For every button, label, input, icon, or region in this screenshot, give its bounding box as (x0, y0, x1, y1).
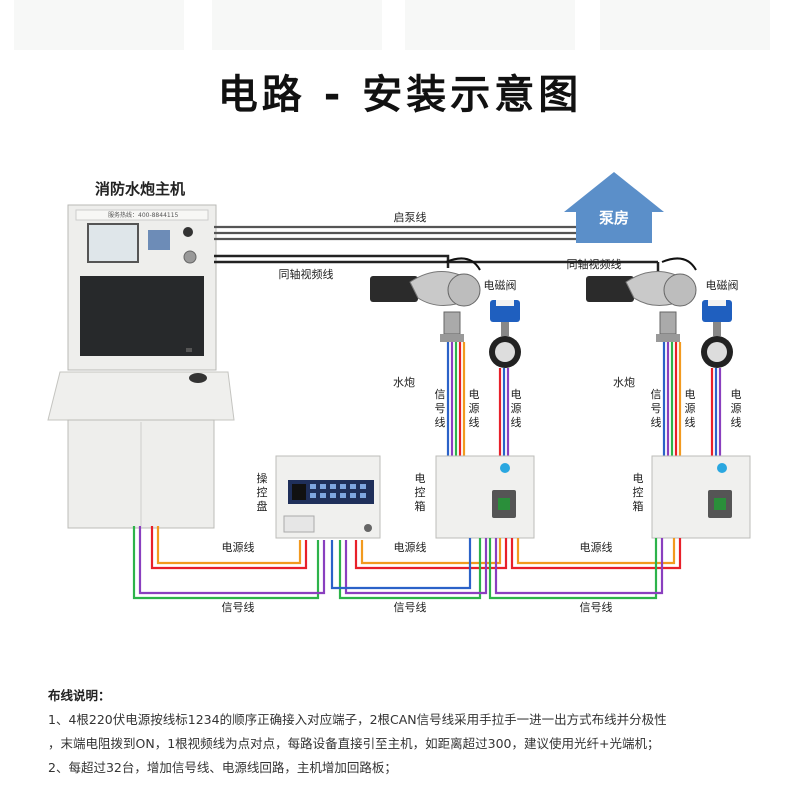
wiring-notes: 布线说明： 1、4根220伏电源按线标1234的顺序正确接入对应端子，2根CAN… (48, 684, 778, 780)
power-v-1a: 电 (469, 388, 480, 401)
power-v-1c: 线 (469, 415, 480, 429)
notes-line-2: ，末端电阻拨到ON，1根视频线为点对点，每路设备直接引至主机，如距离超过300，… (48, 736, 660, 751)
host-panel-text: 服务热线：400-8844115 (108, 211, 179, 219)
host-cabinet (47, 204, 235, 529)
signal-v-1a: 信 (435, 388, 446, 401)
power-h-label-1: 电源线 (222, 540, 255, 554)
watermark-3 (405, 0, 575, 50)
power-h-label-2: 电源线 (394, 540, 427, 554)
solenoid-valve-1 (489, 300, 521, 368)
page-title: 电路 - 安装示意图 (217, 72, 583, 118)
vertical-wires-1 (446, 342, 510, 458)
notes-line-3: 2、每超过32台，增加信号线、电源线回路，主机增加回路板； (48, 760, 397, 775)
start-pump-label: 启泵线 (394, 210, 427, 224)
svg-text:操: 操 (257, 471, 268, 485)
bus-labels: 电源线 电源线 电源线 信号线 信号线 信号线 (222, 540, 613, 614)
control-panel-device (275, 455, 381, 539)
control-box-2 (651, 455, 751, 539)
control-box-1-b: 控 (415, 485, 426, 499)
solenoid-label-2: 电磁阀 (706, 278, 739, 292)
coax-label-2: 同轴视频线 (567, 257, 622, 271)
vertical-labels-2: 信 号 线 电 源 线 电 源 线 (651, 388, 742, 429)
start-pump-cable (214, 225, 576, 241)
solenoid-label-1: 电磁阀 (484, 278, 517, 292)
signal-v-2b: 号 (651, 402, 662, 415)
signal-bus (132, 526, 664, 600)
power-v-2e: 源 (731, 401, 742, 415)
control-box-2-a: 电 (633, 472, 644, 485)
water-cannon-2 (586, 257, 697, 342)
power-bus (150, 526, 682, 570)
solenoid-valve-2 (701, 300, 733, 368)
watermark-1 (14, 0, 184, 50)
signal-v-2a: 信 (651, 388, 662, 401)
coax-label-1: 同轴视频线 (279, 267, 334, 281)
power-v-1b: 源 (469, 401, 480, 415)
power-v-2d: 电 (731, 388, 742, 401)
water-cannon-label-1: 水炮 (393, 376, 415, 389)
water-cannon-1 (370, 257, 481, 342)
control-box-2-b: 控 (633, 485, 644, 499)
svg-text:控: 控 (257, 485, 268, 499)
signal-h-label-2: 信号线 (394, 600, 427, 614)
power-v-1f: 线 (511, 415, 522, 429)
control-box-1-c: 箱 (415, 499, 426, 513)
power-v-1e: 源 (511, 401, 522, 415)
wiring-diagram: 消防水炮主机 服务热线：400-8844115 泵房 启泵线 同轴视频线 同轴视… (47, 172, 751, 614)
host-label: 消防水炮主机 (95, 180, 185, 198)
control-panel-label: 操 控 盘 (257, 471, 268, 513)
power-h-label-3: 电源线 (580, 540, 613, 554)
coax-video-cable (214, 254, 660, 272)
control-box-1-a: 电 (415, 472, 426, 485)
notes-line-1: 1、4根220伏电源按线标1234的顺序正确接入对应端子，2根CAN信号线采用手… (48, 712, 667, 727)
pump-house-icon (564, 172, 664, 243)
signal-h-label-1: 信号线 (222, 600, 255, 614)
control-box-2-c: 箱 (633, 499, 644, 513)
pump-room-label: 泵房 (599, 209, 629, 227)
power-v-2b: 源 (685, 401, 696, 415)
control-box-labels: 电 控 箱 电 控 箱 (415, 472, 644, 513)
vertical-labels-1: 信 号 线 电 源 线 电 源 线 (435, 388, 522, 429)
signal-h-label-3: 信号线 (580, 600, 613, 614)
notes-heading: 布线说明： (48, 688, 111, 703)
power-v-2c: 线 (685, 415, 696, 429)
vertical-wires-2 (662, 342, 722, 458)
power-v-2f: 线 (731, 415, 742, 429)
power-v-2a: 电 (685, 388, 696, 401)
svg-text:盘: 盘 (257, 499, 268, 513)
water-cannon-label-2: 水炮 (613, 376, 635, 389)
power-v-1d: 电 (511, 388, 522, 401)
signal-v-1b: 号 (435, 402, 446, 415)
control-box-1 (435, 455, 535, 539)
signal-v-2c: 线 (651, 415, 662, 429)
watermark-2 (212, 0, 382, 50)
signal-v-1c: 线 (435, 415, 446, 429)
watermark-4 (600, 0, 770, 50)
